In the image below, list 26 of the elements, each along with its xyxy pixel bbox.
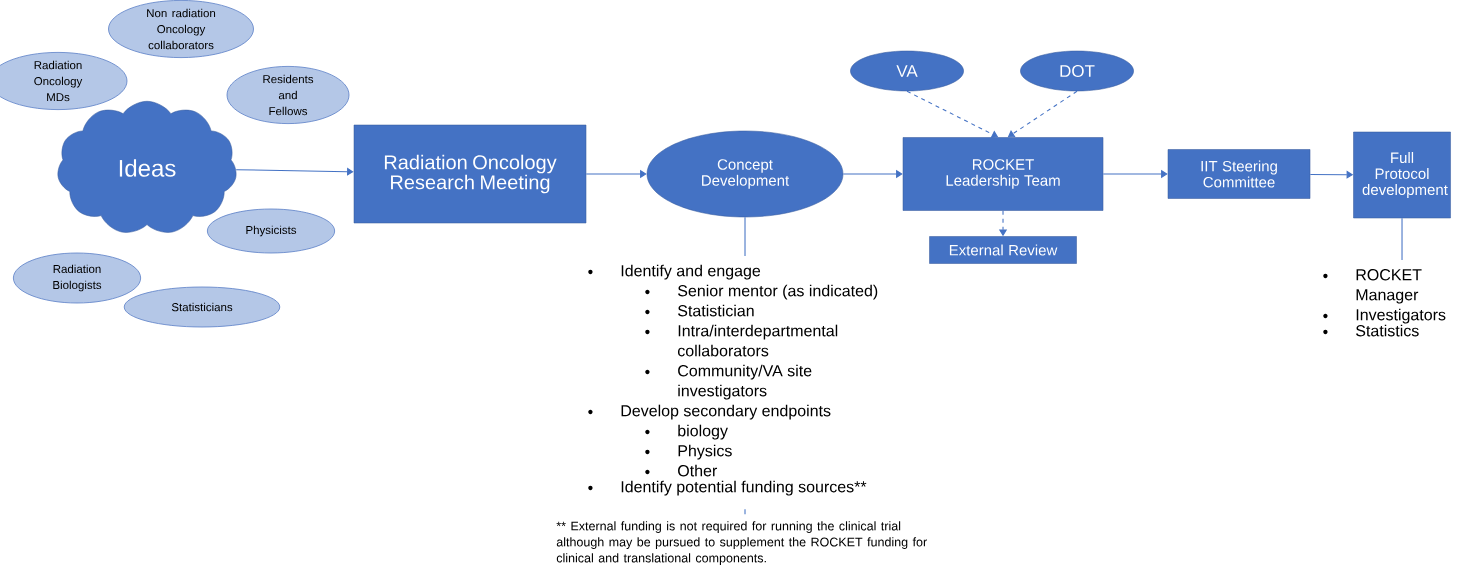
arrow <box>235 167 354 176</box>
process-box: Radiation Oncology Research Meeting <box>353 124 587 224</box>
node-label: Statistician <box>678 304 754 317</box>
node-label: Identify and engage <box>621 264 761 280</box>
node-label: Statistics <box>1356 324 1419 337</box>
node-label: Investigators <box>1356 308 1446 324</box>
node-label: ROCKET Manager <box>1356 269 1422 304</box>
process-box: External Review <box>929 236 1077 264</box>
bullet-list: Identify and engage Senior mentor (as indicated) Statistician Intra/interdepartmental collaborators Community/VA site investigators Develop secondary endpoints biology Physics Other Identify potential funding sources** <box>588 264 878 496</box>
leader-line <box>1401 217 1403 261</box>
leader-line <box>744 216 746 257</box>
process-box: Full Protocol development <box>1353 131 1451 219</box>
node-label: Community/VA site investigators <box>678 364 812 400</box>
node-label: biology <box>678 424 728 440</box>
node-label: Identify potential funding sources** <box>621 480 867 496</box>
process-box: IIT Steering Committee <box>1167 149 1311 199</box>
idea-cloud: Ideas <box>57 101 237 233</box>
node-label: Other <box>678 464 718 477</box>
node-label: Develop secondary endpoints <box>621 404 831 420</box>
node-label: Senior mentor (as indicated) <box>678 284 878 300</box>
bullet-list: ROCKET Manager Investigators Statistics <box>1323 269 1446 337</box>
footnote: ** External funding is not required for running the clinical trial although may be pursued to supplement the ROCKET funding for clinical and translational components. <box>556 521 927 565</box>
node-label: Physics <box>678 444 732 460</box>
node-label: Intra/interdepartmental collaborators <box>677 324 838 357</box>
process-box: ROCKET Leadership Team <box>902 137 1104 211</box>
leader-line <box>744 508 746 515</box>
